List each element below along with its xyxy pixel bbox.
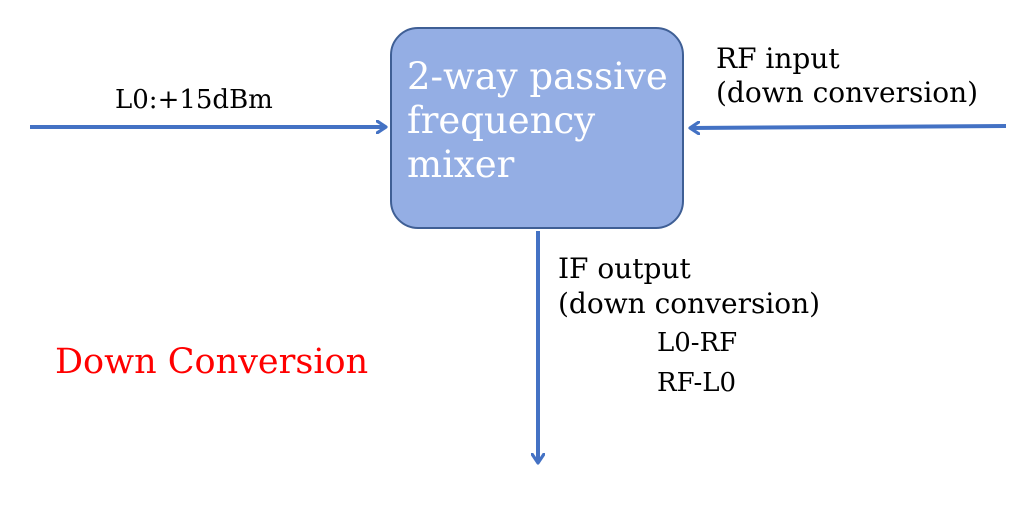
diagram-title: Down Conversion — [55, 342, 369, 382]
rf-input-label-line-2: (down conversion) — [716, 76, 979, 109]
mixer-label-line-3: mixer — [407, 143, 515, 186]
rf-input-label-line-1: RF input — [716, 42, 840, 75]
if-formula-lo-minus-rf: L0-RF — [657, 328, 738, 358]
lo-input-label: L0:+15dBm — [115, 85, 273, 115]
if-output-label-line-2: (down conversion) — [558, 287, 821, 320]
if-formula-rf-minus-lo: RF-L0 — [657, 368, 737, 398]
mixer-label-line-2: frequency — [407, 99, 596, 142]
if-output-label: IF output (down conversion) — [558, 251, 820, 321]
rf-input-arrow — [690, 126, 1007, 128]
mixer-label: 2-way passive frequency mixer — [407, 55, 668, 187]
if-output-label-line-1: IF output — [558, 252, 691, 285]
mixer-box: 2-way passive frequency mixer — [390, 27, 684, 229]
rf-input-label: RF input (down conversion) — [716, 42, 978, 110]
mixer-label-line-1: 2-way passive — [407, 55, 668, 98]
